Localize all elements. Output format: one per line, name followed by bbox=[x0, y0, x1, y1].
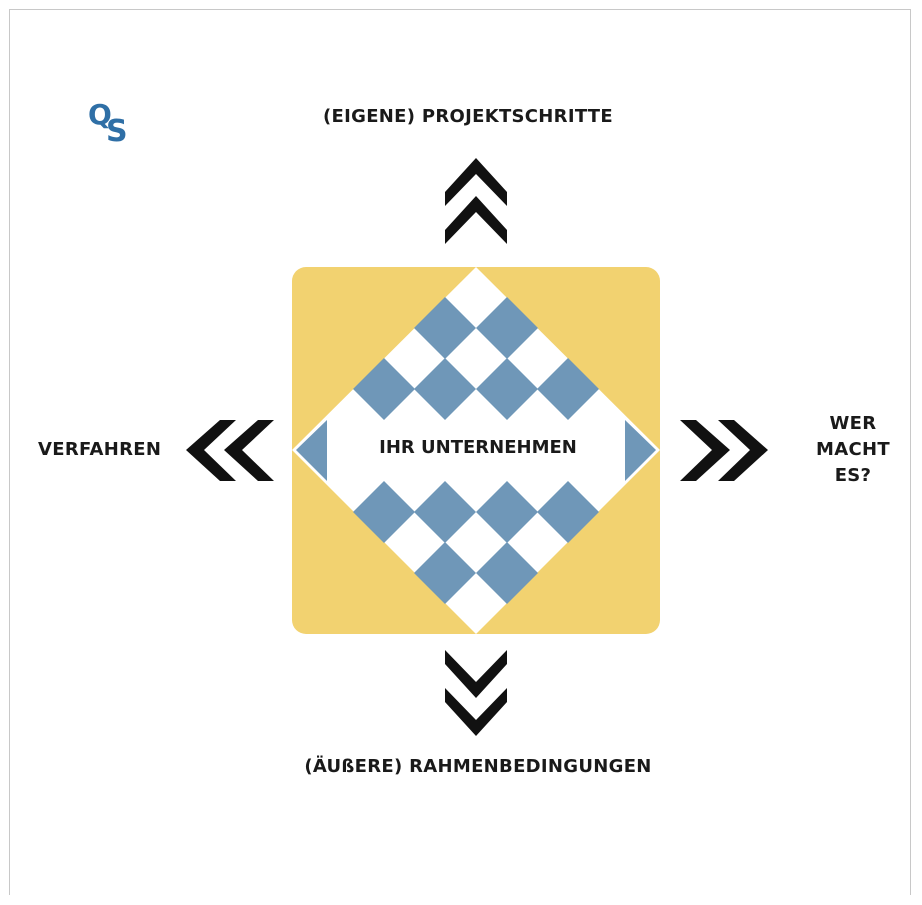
checker-tile-right bbox=[625, 420, 656, 481]
checker-pattern bbox=[296, 297, 656, 604]
checker-tile bbox=[476, 297, 538, 359]
arrow-left-icon bbox=[186, 420, 274, 481]
checker-tile bbox=[476, 358, 538, 420]
logo-letter-q: Q bbox=[88, 98, 112, 131]
checker-tile bbox=[414, 297, 476, 359]
label-project-steps: (EIGENE) PROJEKTSCHRITTE bbox=[323, 106, 613, 127]
page-frame bbox=[9, 9, 911, 895]
label-procedures: VERFAHREN bbox=[38, 439, 162, 460]
label-who-does-it: WER MACHT ES? bbox=[816, 413, 890, 486]
checker-tile bbox=[353, 358, 415, 420]
arrow-right-icon bbox=[680, 420, 768, 481]
checker-tile bbox=[476, 542, 538, 604]
label-your-company: IHR UNTERNEHMEN bbox=[379, 437, 577, 458]
label-external-conditions: (ÄUßERE) RAHMENBEDINGUNGEN bbox=[304, 756, 652, 777]
checker-tile bbox=[414, 542, 476, 604]
center-band bbox=[330, 421, 622, 481]
qs-logo: Q S bbox=[84, 98, 148, 158]
checker-tile bbox=[537, 481, 599, 543]
checker-tile bbox=[414, 481, 476, 543]
arrow-up-icon bbox=[445, 158, 507, 244]
arrow-down-icon bbox=[445, 650, 507, 736]
checker-tile bbox=[476, 481, 538, 543]
logo-letter-s: S bbox=[106, 114, 128, 149]
checker-tile bbox=[537, 358, 599, 420]
checker-tile-left bbox=[296, 420, 327, 481]
checker-tile bbox=[353, 481, 415, 543]
checker-tile bbox=[414, 358, 476, 420]
